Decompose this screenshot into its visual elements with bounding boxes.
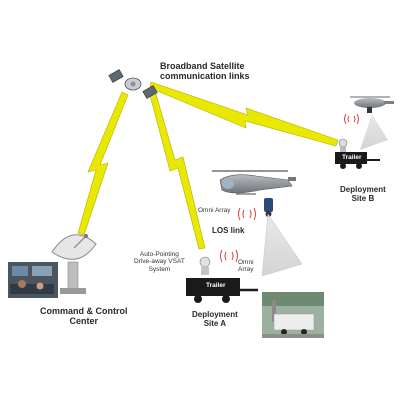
- vsat-system-label: Auto-Pointing Drive-away VSAT System: [134, 251, 185, 273]
- camera-pod-icon: [264, 198, 273, 217]
- satellite-link-to-site-b: [149, 81, 339, 147]
- satellite-link-to-command-center: [77, 91, 129, 236]
- trailer-site-a-icon: [186, 278, 258, 303]
- ground-station-dish-icon: [51, 234, 97, 294]
- trailer-site-b-label: Trailer: [342, 154, 362, 161]
- los-beam: [261, 213, 303, 277]
- vsat-operator-icon: [199, 256, 211, 275]
- los-link-label: LOS link: [212, 226, 245, 235]
- helicopter-site-a-icon: [212, 170, 296, 195]
- satellite-links-label: Broadband Satellite communication links: [160, 61, 250, 82]
- signal-waves-site-b: [344, 113, 359, 125]
- satellite-link-to-site-a: [149, 93, 206, 250]
- omni-array-bottom-label: Omni Array: [238, 259, 254, 274]
- satellite-icon: [108, 69, 158, 99]
- helicopter-site-b-icon: [350, 96, 394, 113]
- deployment-site-b-label: Deployment Site B: [340, 185, 386, 204]
- command-center-label: Command & Control Center: [40, 306, 128, 327]
- beam-site-b: [360, 114, 388, 150]
- control-room-photo: [8, 262, 58, 298]
- trailer-photo: [262, 292, 324, 338]
- deployment-site-a-label: Deployment Site A: [192, 310, 238, 329]
- signal-waves-omni-top: [238, 207, 256, 221]
- signal-waves-omni-bottom: [220, 249, 238, 263]
- trailer-site-b-icon: [335, 152, 380, 169]
- omni-array-top-label: Omni Array: [198, 207, 231, 214]
- operator-site-b-icon: [338, 138, 348, 152]
- trailer-site-a-label: Trailer: [206, 282, 226, 289]
